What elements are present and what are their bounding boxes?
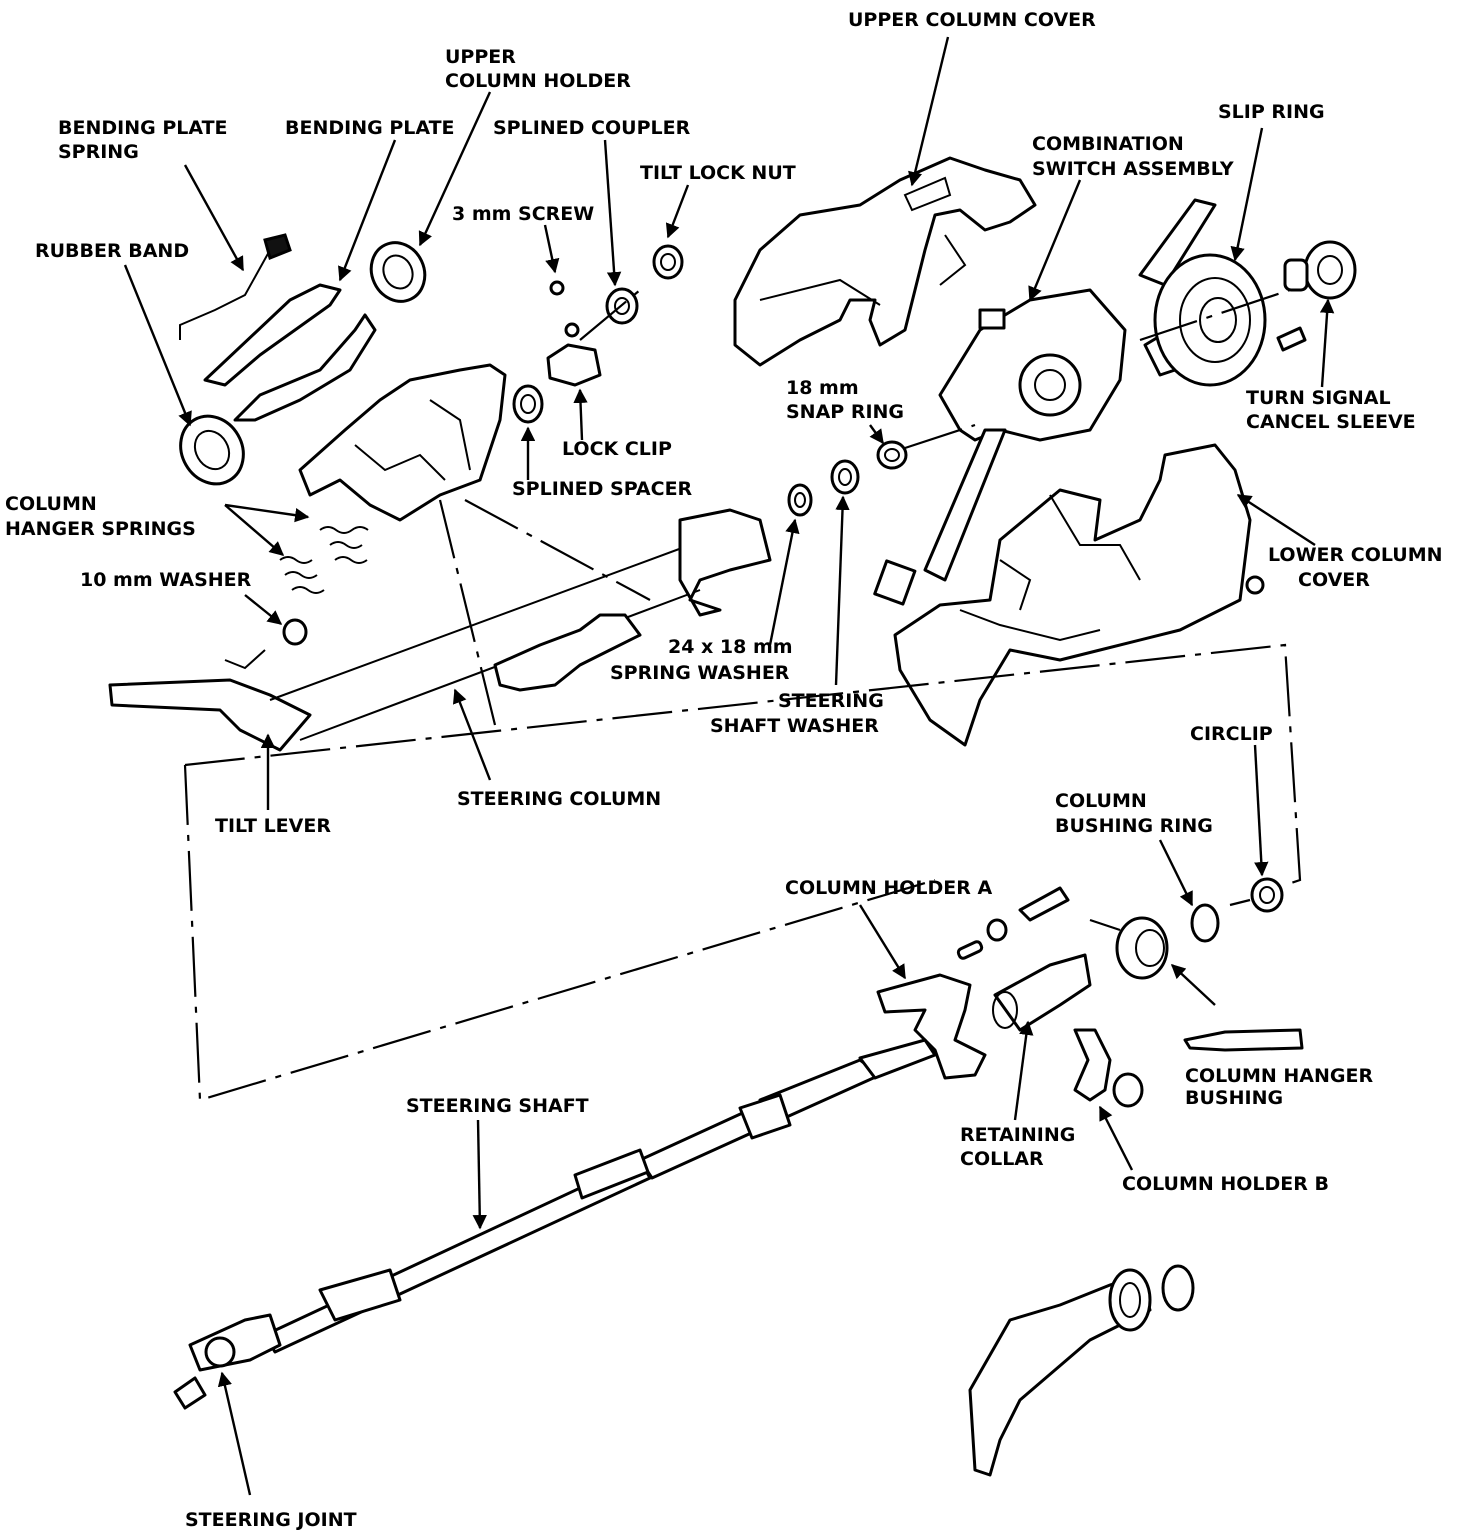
label-shaft-washer-1: STEERING [778, 690, 884, 712]
slip-ring-part [1153, 253, 1267, 387]
label-column-hanger-bushing-1: COLUMN HANGER [1185, 1065, 1373, 1087]
tilt-lock-nut-part [652, 244, 684, 280]
column-hanger-springs-part [279, 526, 369, 594]
circlip-part [1250, 877, 1284, 913]
label-retaining-collar-1: RETAINING [960, 1124, 1075, 1146]
snap-ring-part [876, 440, 908, 470]
label-upper-column-cover: UPPER COLUMN COVER [848, 9, 1096, 31]
label-lock-clip: LOCK CLIP [562, 438, 672, 460]
column-hanger-bushing-part [1115, 916, 1304, 1052]
label-slip-ring: SLIP RING [1218, 101, 1325, 123]
label-splined-spacer: SPLINED SPACER [512, 478, 693, 500]
assembly-guide-lines [183, 288, 1302, 1102]
screw-3mm-part [549, 280, 580, 338]
retaining-collar-part [992, 953, 1092, 1032]
label-steering-shaft: STEERING SHAFT [406, 1095, 589, 1117]
upper-column-holder-part [298, 241, 507, 522]
labels: UPPER COLUMN COVER UPPER COLUMN HOLDER B… [5, 9, 1443, 1531]
label-10mm-washer: 10 mm WASHER [80, 569, 252, 591]
label-lower-column-cover-2: COVER [1298, 569, 1370, 591]
label-column-hanger-springs-1: COLUMN [5, 493, 97, 515]
lock-clip-part [546, 343, 602, 387]
bending-plate-spring-part [179, 233, 292, 340]
label-turn-signal-2: CANCEL SLEEVE [1246, 411, 1416, 433]
label-upper-column-holder-1: UPPER [445, 46, 516, 68]
steering-shaft-part [173, 1038, 937, 1410]
label-bending-plate-spring-2: SPRING [58, 141, 139, 163]
label-3mm-screw: 3 mm SCREW [452, 203, 594, 225]
lower-bent-tube-part [968, 1264, 1195, 1477]
label-splined-coupler: SPLINED COUPLER [493, 117, 691, 139]
turn-signal-cancel-sleeve-part [1276, 240, 1357, 352]
rubber-band-part [179, 414, 245, 486]
label-shaft-washer-2: SHAFT WASHER [710, 715, 879, 737]
label-tilt-lever: TILT LEVER [215, 815, 331, 837]
splined-spacer-part [512, 384, 544, 424]
label-spring-washer-1: 24 x 18 mm [668, 636, 793, 658]
label-circlip: CIRCLIP [1190, 723, 1273, 745]
label-retaining-collar-2: COLLAR [960, 1148, 1044, 1170]
label-column-bushing-ring-2: BUSHING RING [1055, 815, 1213, 837]
label-combination-switch-2: SWITCH ASSEMBLY [1032, 158, 1234, 180]
label-snap-ring-2: SNAP RING [786, 401, 904, 423]
label-combination-switch-1: COMBINATION [1032, 133, 1184, 155]
label-snap-ring-1: 18 mm [786, 377, 859, 399]
steering-shaft-washer-part [830, 459, 860, 495]
label-upper-column-holder-2: COLUMN HOLDER [445, 70, 631, 92]
label-turn-signal-1: TURN SIGNAL [1246, 387, 1391, 409]
label-lower-column-cover-1: LOWER COLUMN [1268, 544, 1443, 566]
upper-column-cover-part [733, 156, 1037, 367]
steering-column-part [108, 508, 772, 752]
bending-plate-part [203, 283, 377, 422]
spring-washer-part [787, 483, 813, 517]
column-bushing-ring-part [1190, 903, 1220, 943]
label-column-hanger-bushing-2: BUSHING [1185, 1087, 1283, 1109]
label-steering-column: STEERING COLUMN [457, 788, 661, 810]
washer-10mm-part [224, 618, 308, 670]
label-tilt-lock-nut: TILT LOCK NUT [640, 162, 796, 184]
label-column-hanger-springs-2: HANGER SPRINGS [5, 518, 196, 540]
leader-lines [123, 36, 1335, 1496]
label-spring-washer-2: SPRING WASHER [610, 662, 790, 684]
column-holder-b-part [1073, 1028, 1144, 1108]
label-steering-joint: STEERING JOINT [185, 1509, 357, 1531]
column-holder-a-part [876, 886, 1070, 1080]
label-column-bushing-ring-1: COLUMN [1055, 790, 1147, 812]
label-column-holder-b: COLUMN HOLDER B [1122, 1173, 1329, 1195]
label-column-holder-a: COLUMN HOLDER A [785, 877, 993, 899]
label-bending-plate-spring-1: BENDING PLATE [58, 117, 228, 139]
label-bending-plate: BENDING PLATE [285, 117, 455, 139]
lower-column-cover-part [893, 443, 1265, 747]
label-rubber-band: RUBBER BAND [35, 240, 189, 262]
